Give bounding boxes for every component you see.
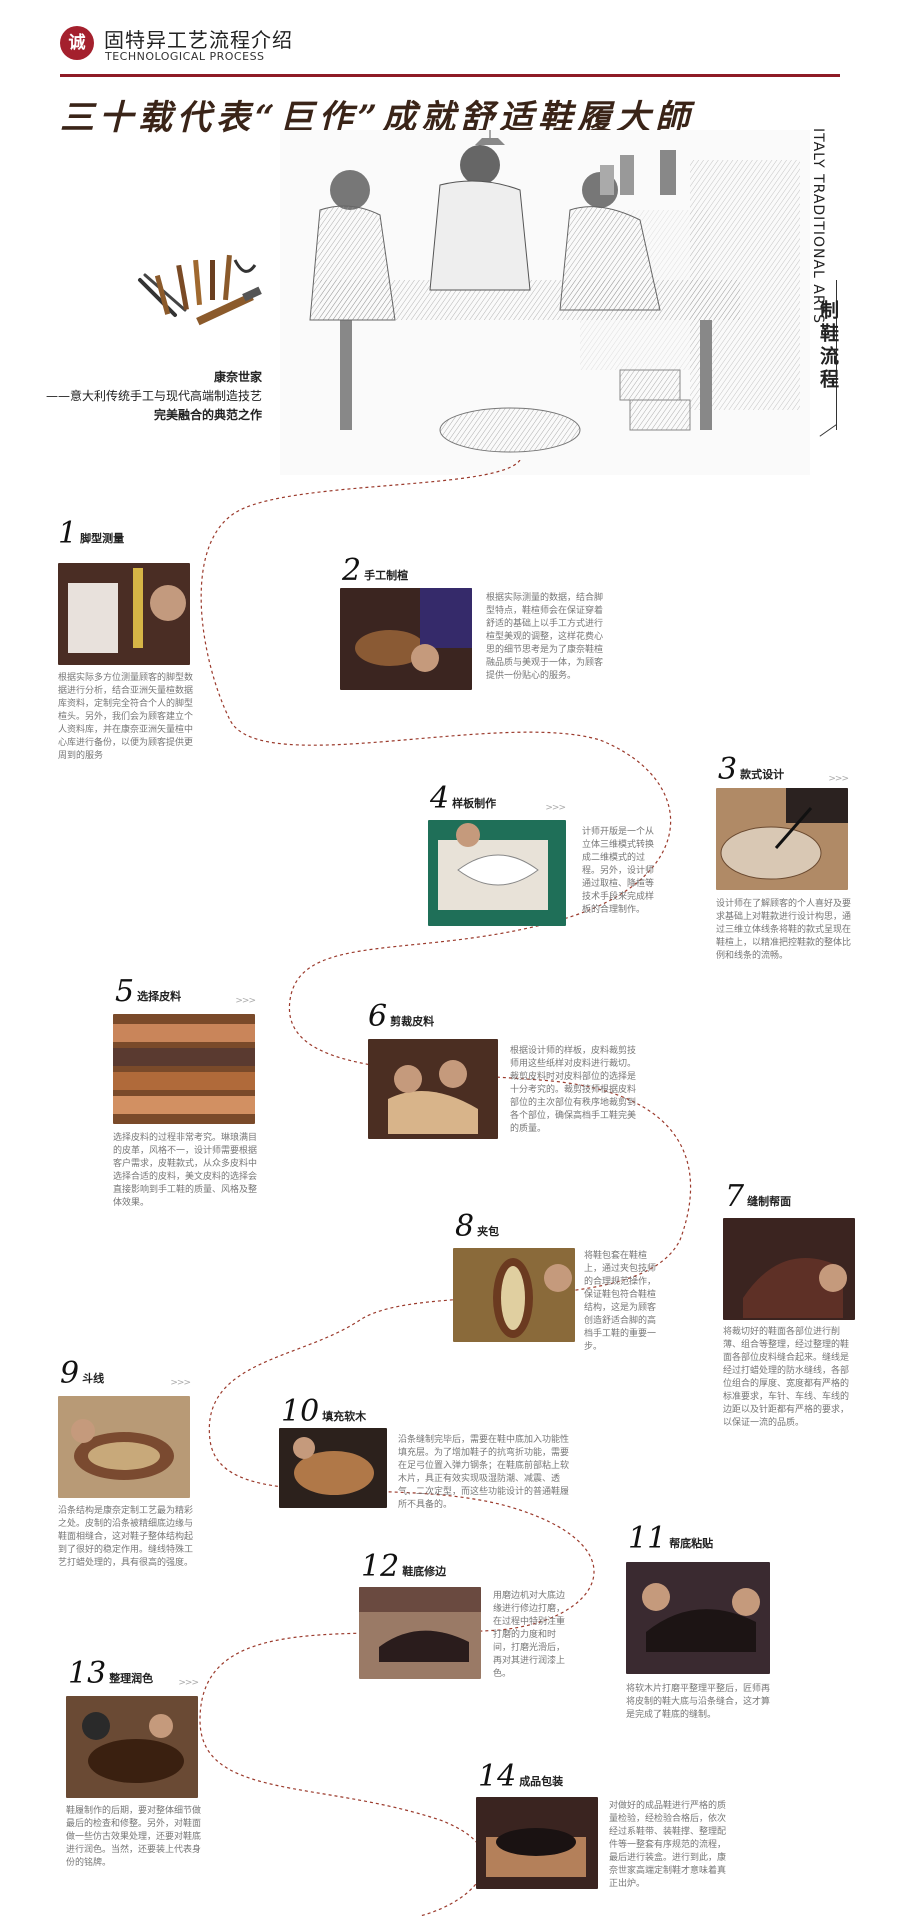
side-title-cn: 制鞋流程 [817, 300, 839, 392]
step-9-label: 斗线 [82, 1372, 105, 1385]
tools-illustration [135, 250, 270, 340]
step-3-label: 款式设计 [740, 768, 785, 781]
step-5-arrows: >>> [235, 996, 256, 1006]
step-1-desc: 根据实际多方位测量顾客的脚型数据进行分析，结合亚洲矢量楦数据库资料，定制完全符合… [58, 673, 194, 761]
step-4-arrows: >>> [545, 803, 566, 813]
step-7: 7 缝制帮面 [725, 1179, 855, 1214]
step-8-desc: 将鞋包套在鞋楦上，通过夹包技师的合理规范操作，保证鞋包符合鞋楦结构，这是为顾客创… [584, 1251, 657, 1352]
step-13: 13 整理润色 >>> [68, 1656, 199, 1691]
step-3-desc: 设计师在了解顾客的个人喜好及要求基础上对鞋款进行设计构思，通过三维立体线条将鞋的… [716, 899, 852, 961]
step-11: 11 帮底粘贴 [628, 1521, 768, 1556]
step-12-label: 鞋底修边 [402, 1565, 447, 1578]
header-title: 固特异工艺流程介绍 [104, 28, 293, 52]
step-10-label: 填充软木 [322, 1410, 367, 1423]
step-6-photo [368, 1039, 498, 1139]
step-7-label: 缝制帮面 [747, 1195, 792, 1208]
step-4-desc: 计师开版是一个从立体三维模式转换成二维模式的过程。另外，设计师通过取楦、降楦等技… [582, 827, 655, 915]
step-11-label: 帮底粘贴 [669, 1537, 714, 1550]
step-3-number: 3 [718, 752, 738, 787]
step-4-number: 4 [430, 781, 450, 816]
step-8: 8 夹包 [455, 1209, 575, 1244]
step-6-number: 6 [368, 999, 388, 1034]
step-2: 2 手工制楦 [342, 553, 472, 588]
step-1-photo [58, 563, 190, 665]
step-12-desc: 用磨边机对大底边缘进行修边打磨，在过程中特别注重打磨的力度和时间，打磨光滑后，再… [493, 1591, 566, 1679]
step-10-desc: 沿条缝制完毕后，需要在鞋中底加入功能性填充层。为了增加鞋子的抗弯折功能，需要在足… [398, 1435, 570, 1510]
step-5-desc: 选择皮料的过程非常考究。琳琅满目的皮革，风格不一，设计师需要根据客户需求，皮鞋款… [113, 1133, 258, 1208]
step-14-label: 成品包装 [519, 1775, 564, 1788]
step-5-photo [113, 1014, 255, 1124]
step-13-arrows: >>> [178, 1678, 199, 1688]
step-4-label: 样板制作 [452, 797, 497, 810]
step-5-label: 选择皮料 [137, 990, 182, 1003]
step-13-number: 13 [68, 1656, 107, 1691]
workshop-illustration [280, 130, 810, 475]
step-1-number: 1 [58, 516, 78, 551]
step-11-desc: 将软木片打磨平整理平整后，匠师再将皮制的鞋大底与沿条缝合，这才算是完成了鞋底的缝… [626, 1684, 771, 1720]
step-6: 6 剪裁皮料 [368, 999, 498, 1034]
brand-name: 康奈世家 [213, 370, 262, 384]
step-6-label: 剪裁皮料 [390, 1015, 435, 1028]
step-13-desc: 鞋履制作的后期，要对整体细节做最后的检查和修整。另外，对鞋面做一些仿古效果处理，… [66, 1806, 202, 1868]
step-4: 4 样板制作 >>> [430, 781, 566, 816]
step-1: 1 脚型测量 [58, 516, 193, 551]
step-1-label: 脚型测量 [80, 532, 125, 545]
brand-tagline-line2: 完美融合的典范之作 [153, 408, 262, 422]
step-14-desc: 对做好的成品鞋进行严格的质量检验，经检验合格后，依次经过系鞋带、装鞋撑、整理配件… [609, 1801, 727, 1889]
header-divider [60, 74, 840, 77]
step-14-number: 14 [478, 1759, 517, 1794]
header-subtitle: TECHNOLOGICAL PROCESS [105, 50, 265, 63]
step-6-desc: 根据设计师的样板，皮料裁剪技师用这些纸样对皮料进行裁切。裁剪皮料时对皮料部位的选… [510, 1046, 637, 1134]
step-9-number: 9 [60, 1356, 80, 1391]
step-8-photo [453, 1248, 575, 1342]
step-2-desc: 根据实际测量的数据，结合脚型特点，鞋楦师会在保证穿着舒适的基础上以手工方式进行楦… [486, 593, 604, 681]
step-14-photo [476, 1797, 598, 1889]
step-12-number: 12 [361, 1549, 400, 1584]
step-5: 5 选择皮料 >>> [115, 974, 256, 1009]
step-7-desc: 将裁切好的鞋面各部位进行削薄、组合等整理，经过整理的鞋面各部位皮料缝合起来。缝线… [723, 1327, 850, 1428]
step-9-desc: 沿条结构是康奈定制工艺最为精彩之处。皮制的沿条被精细底边缘与鞋面相缝合，这对鞋子… [58, 1506, 194, 1568]
step-13-label: 整理润色 [109, 1672, 154, 1685]
step-12: 12 鞋底修边 [361, 1549, 491, 1584]
step-5-number: 5 [115, 974, 135, 1009]
step-7-number: 7 [725, 1179, 745, 1214]
step-9: 9 斗线 >>> [60, 1356, 191, 1391]
step-8-label: 夹包 [477, 1225, 500, 1238]
side-divider [836, 280, 837, 430]
step-2-label: 手工制楦 [364, 569, 409, 582]
brand-tagline-line1: ——意大利传统手工与现代高端制造技艺 [45, 389, 262, 403]
step-3-arrows: >>> [828, 774, 849, 784]
step-8-number: 8 [455, 1209, 475, 1244]
step-1-header: 1 脚型测量 [58, 516, 193, 551]
brand-badge: 诚 [60, 26, 94, 60]
step-14: 14 成品包装 [478, 1759, 608, 1794]
step-9-arrows: >>> [170, 1378, 191, 1388]
step-10-photo [279, 1428, 387, 1508]
step-10: 10 填充软木 [281, 1394, 411, 1429]
step-2-photo [340, 588, 472, 690]
step-9-photo [58, 1396, 190, 1498]
step-3-photo [716, 788, 848, 890]
side-title-en: ITALY TRADITIONAL ARTS [810, 128, 826, 325]
step-3: 3 款式设计 >>> [718, 752, 849, 787]
step-12-photo [359, 1587, 481, 1679]
step-2-number: 2 [342, 553, 362, 588]
process-path [0, 459, 900, 1916]
side-tick [819, 424, 837, 437]
step-11-number: 11 [628, 1521, 667, 1556]
step-10-number: 10 [281, 1394, 320, 1429]
step-4-photo [428, 820, 566, 926]
brand-statement: 康奈世家 ——意大利传统手工与现代高端制造技艺 完美融合的典范之作 [46, 368, 262, 425]
step-13-photo [66, 1696, 198, 1798]
step-7-photo [723, 1218, 855, 1320]
step-11-photo [626, 1562, 770, 1674]
